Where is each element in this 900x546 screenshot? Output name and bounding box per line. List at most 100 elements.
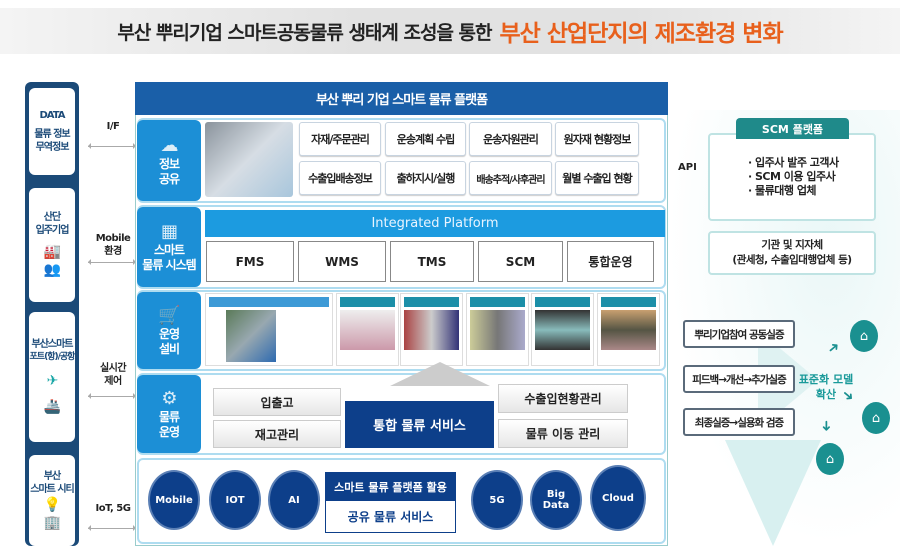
scm-item: · 입주사 발주 고객사	[748, 156, 839, 169]
scm-platform-title: SCM 플랫폼	[736, 118, 849, 139]
people-icon: 👥	[43, 262, 61, 278]
label: Mobile	[95, 233, 131, 244]
factory-spread-icon: ⌂	[816, 443, 844, 475]
system-icon: ▦	[160, 221, 178, 242]
standard-model-spread: 표준화 모델 확산	[796, 372, 856, 402]
info-cell: 운송자원관리	[469, 122, 552, 156]
label: 물류	[158, 410, 180, 424]
connector-label: IoT, 5G	[90, 502, 136, 515]
dashboard-image	[205, 122, 293, 197]
factory-icon: 🏭	[43, 244, 61, 260]
data-box: DATA 물류 정보 무역정보	[29, 88, 75, 175]
system-fms: FMS	[206, 241, 294, 282]
label: 포트(항)/공항	[29, 352, 76, 362]
lightbulb-icon: 💡	[43, 496, 61, 513]
smart-logistics-system-label: ▦ 스마트 물류 시스템	[137, 207, 201, 287]
op-inventory: 재고관리	[213, 420, 341, 448]
info-cell: 배송추적/사후관리	[469, 161, 552, 195]
label: 산단	[43, 212, 61, 223]
label: 환경	[104, 246, 122, 257]
smart-city-box: 부산 스마트 시티 💡 🏢	[29, 455, 75, 546]
label: IoT, 5G	[95, 503, 131, 514]
smart-port-box: 부산스마트 포트(항)/공항 ✈ 🚢	[29, 312, 75, 442]
label: 확산	[815, 388, 837, 401]
double-arrow-icon	[88, 525, 136, 531]
equipment-image	[400, 293, 463, 366]
cart-icon: 🛒	[158, 304, 180, 326]
cloud-device-icon: ☁	[160, 134, 179, 156]
ship-icon: 🚢	[43, 399, 61, 415]
label: 기관 및 지자체	[761, 239, 823, 251]
connector-label: I/F	[90, 120, 136, 133]
label: 제어	[104, 376, 122, 387]
title-main: 부산 뿌리기업 스마트공동물류 생태계 조성을 통한	[117, 21, 492, 44]
label: 부산스마트	[31, 339, 74, 350]
label: 물류 시스템	[142, 258, 196, 272]
shared-logistics-box: 스마트 물류 플랫폼 활용 공유 물류 서비스	[325, 472, 456, 533]
factory-spread-icon: ⌂	[850, 320, 878, 352]
tech-mobile: Mobile	[148, 470, 200, 530]
label: 운영	[158, 326, 180, 341]
equipment-label: 🛒 운영 설비	[137, 292, 201, 369]
factory-spread-icon: ⌂	[862, 402, 890, 434]
op-logistics-movement: 물류 이동 관리	[498, 419, 628, 448]
label: 무역정보	[35, 142, 70, 153]
label: (관세청, 수출입대행업체 등)	[732, 254, 852, 266]
equipment-image	[466, 293, 529, 366]
connector-label: Mobile 환경	[90, 232, 136, 258]
page-title: 부산 뿌리기업 스마트공동물류 생태계 조성을 통한 부산 산업단지의 제조환경…	[0, 8, 900, 54]
label: 표준화 모델	[798, 373, 854, 386]
scm-platform-box: · 입주사 발주 고객사 · SCM 이용 입주사 · 물류대행 업체	[708, 133, 876, 221]
label: 스마트 시티	[30, 483, 74, 495]
equipment-image	[531, 293, 594, 366]
agency-box: 기관 및 지자체 (관세청, 수출입대행업체 등)	[708, 231, 876, 275]
tech-cloud: Cloud	[590, 465, 646, 531]
step-feedback: 피드백→개선→추가실증	[683, 365, 795, 393]
up-arrow-icon	[390, 362, 490, 386]
system-scm: SCM	[478, 241, 563, 282]
tech-big-data: Big Data	[530, 470, 582, 530]
label: 실시간	[99, 363, 127, 374]
info-cell: 월별 수출입 현황	[555, 161, 639, 195]
api-label: API	[678, 162, 697, 173]
label: 물류 정보	[34, 129, 70, 140]
scm-item: · 물류대행 업체	[748, 184, 817, 197]
site-map-image	[205, 293, 333, 366]
industrial-complex-box: 산단 입주기업 🏭 👥	[29, 188, 75, 302]
equipment-image	[336, 293, 399, 366]
label: 스마트	[153, 243, 185, 257]
info-cell: 자재/주문관리	[299, 122, 381, 156]
system-tms: TMS	[390, 241, 474, 282]
platform-header: 부산 뿌리 기업 스마트 물류 플랫폼	[135, 82, 668, 115]
label: 입주기업	[35, 225, 70, 236]
logistics-operation-label: ⚙ 물류 운영	[137, 375, 201, 453]
team-icon: ⚙	[161, 388, 177, 409]
info-cell: 출하지시/실행	[385, 161, 466, 195]
label: 부산	[43, 470, 61, 482]
tech-5g: 5G	[471, 470, 523, 530]
shared-logistics-service: 공유 물류 서비스	[347, 510, 434, 524]
label: 공유	[158, 171, 180, 186]
double-arrow-icon	[88, 393, 136, 399]
label: 정보	[158, 156, 180, 171]
info-cell: 운송계획 수립	[385, 122, 466, 156]
arrow-icon: ➜	[817, 420, 834, 432]
op-export-import-status: 수출입현황관리	[498, 384, 628, 413]
title-highlight: 부산 산업단지의 제조환경 변화	[499, 21, 784, 47]
step-final-validation: 최종실증→실용화 검증	[683, 408, 795, 436]
integrated-logistics-service: 통합 물류 서비스	[345, 401, 494, 448]
info-cell: 원자재 현황정보	[555, 122, 639, 156]
info-sharing-label: ☁ 정보 공유	[137, 120, 201, 201]
tech-iot: IOT	[209, 470, 261, 530]
op-inbound-outbound: 입출고	[213, 388, 341, 416]
smart-platform-usage: 스마트 물류 플랫폼 활용	[326, 473, 455, 501]
building-icon: 🏢	[43, 514, 61, 531]
scm-item: · SCM 이용 입주사	[748, 170, 836, 183]
integrated-platform-banner: Integrated Platform	[205, 210, 665, 237]
double-arrow-icon	[88, 259, 136, 265]
label: 운영	[158, 425, 180, 439]
label: I/F	[106, 121, 120, 132]
label: 설비	[158, 341, 180, 356]
equipment-image	[597, 293, 660, 366]
